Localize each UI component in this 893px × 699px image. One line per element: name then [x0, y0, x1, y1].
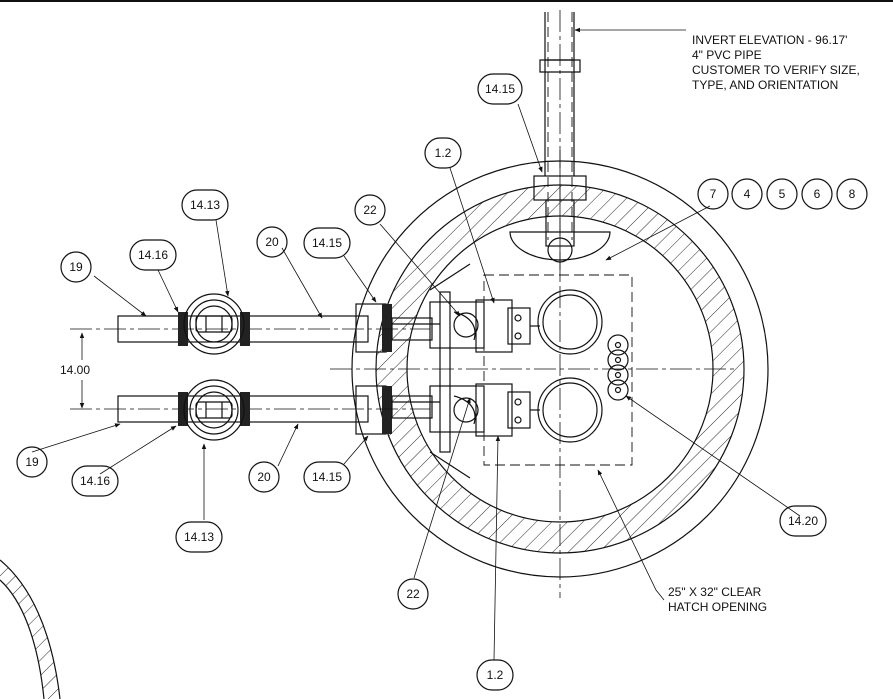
svg-text:14.15: 14.15	[312, 470, 342, 484]
svg-text:19: 19	[25, 455, 39, 469]
svg-text:14.20: 14.20	[788, 514, 818, 528]
svg-text:22: 22	[363, 203, 377, 217]
callout-14-15-bottom: 14.15	[303, 461, 351, 493]
callout-14-13-top: 14.13	[181, 189, 229, 221]
callout-14-16-top: 14.16	[129, 239, 177, 271]
svg-text:1.2: 1.2	[435, 146, 452, 160]
callout-14-15-top: 14.15	[477, 73, 523, 105]
hatch-note-line-2: HATCH OPENING	[668, 600, 767, 614]
callout-8: 8	[836, 178, 868, 210]
invert-elevation-note: INVERT ELEVATION - 96.17' 4" PVC PIPE CU…	[692, 33, 860, 92]
callout-19-top: 19	[60, 251, 92, 283]
svg-text:5: 5	[779, 187, 786, 201]
note-line-4: TYPE, AND ORIENTATION	[692, 78, 838, 92]
svg-text:6: 6	[814, 187, 821, 201]
dimension-14-00: 14.00	[60, 332, 90, 409]
svg-text:8: 8	[849, 187, 856, 201]
leader-lines	[31, 27, 801, 661]
callout-5: 5	[766, 178, 798, 210]
pump-assembly-lower	[391, 377, 603, 443]
float-switches	[607, 334, 629, 401]
svg-text:4: 4	[744, 187, 751, 201]
guide-rail	[429, 263, 471, 479]
note-line-1: INVERT ELEVATION - 96.17'	[692, 33, 847, 47]
callout-1-2-top: 1.2	[424, 137, 462, 169]
callout-14-15-left: 14.15	[303, 227, 351, 259]
callout-14-16-bottom: 14.16	[71, 465, 119, 497]
callout-4: 4	[731, 178, 763, 210]
svg-text:14.15: 14.15	[312, 236, 342, 250]
discharge-pipe-lower	[70, 379, 430, 441]
svg-text:22: 22	[406, 587, 420, 601]
svg-text:20: 20	[265, 235, 279, 249]
hatch-opening-note: 25" X 32" CLEAR HATCH OPENING	[668, 585, 767, 614]
hatch-note-line-1: 25" X 32" CLEAR	[668, 585, 762, 599]
callout-bubbles: 14.15 1.2 7 4 5 6 8 14.13	[16, 73, 868, 691]
callout-22-bottom: 22	[397, 578, 429, 610]
dimension-label: 14.00	[60, 363, 90, 377]
adjacent-structure-arcs	[0, 559, 61, 699]
callout-20-bottom: 20	[248, 461, 280, 493]
svg-text:7: 7	[710, 187, 717, 201]
callout-7: 7	[697, 178, 729, 210]
svg-text:14.13: 14.13	[190, 198, 220, 212]
callout-1-2-bottom: 1.2	[476, 659, 514, 691]
svg-text:14.15: 14.15	[485, 82, 515, 96]
svg-text:19: 19	[69, 260, 83, 274]
callout-20-top: 20	[256, 226, 288, 258]
note-line-2: 4" PVC PIPE	[692, 48, 762, 62]
svg-text:14.16: 14.16	[80, 474, 110, 488]
callout-14-20: 14.20	[779, 505, 827, 537]
svg-text:1.2: 1.2	[487, 668, 504, 682]
callout-22-top: 22	[354, 194, 386, 226]
discharge-pipe-upper	[70, 293, 430, 355]
callout-6: 6	[801, 178, 833, 210]
svg-text:20: 20	[257, 470, 271, 484]
manhole-structure	[330, 150, 769, 598]
hatch-opening-outline	[483, 274, 633, 466]
note-line-3: CUSTOMER TO VERIFY SIZE,	[692, 63, 860, 77]
callout-19-bottom: 19	[16, 446, 48, 478]
svg-text:14.13: 14.13	[184, 530, 214, 544]
inlet-pipe	[509, 10, 611, 280]
callout-14-13-bottom: 14.13	[175, 521, 223, 553]
svg-text:14.16: 14.16	[138, 248, 168, 262]
